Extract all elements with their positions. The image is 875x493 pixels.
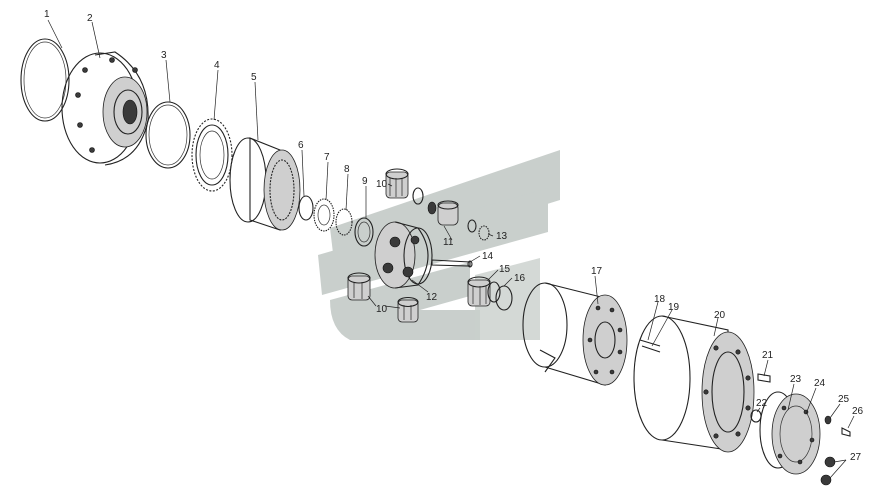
callout-19: 19 bbox=[668, 302, 680, 313]
callout-13: 13 bbox=[496, 231, 508, 242]
callout-12: 12 bbox=[426, 292, 438, 303]
callout-7: 7 bbox=[324, 152, 330, 163]
part-9-ring bbox=[354, 217, 374, 247]
callout-16: 16 bbox=[514, 273, 526, 284]
part-2-hub-housing bbox=[61, 51, 149, 166]
part-18-19-studs bbox=[639, 339, 661, 353]
callout-10: 10 bbox=[376, 179, 388, 190]
part-21-bolt bbox=[757, 373, 771, 383]
callout-4: 4 bbox=[214, 60, 220, 71]
callout-22: 22 bbox=[756, 398, 768, 409]
callout-10-secondary: 10 bbox=[376, 304, 388, 315]
callout-17: 17 bbox=[591, 266, 603, 277]
callout-18: 18 bbox=[654, 294, 666, 305]
part-23-24-hub-cap bbox=[759, 391, 821, 475]
part-3-snap-ring bbox=[145, 101, 191, 169]
part-15-roller-bearing bbox=[467, 276, 491, 307]
callout-6: 6 bbox=[298, 140, 304, 151]
callout-25: 25 bbox=[838, 394, 850, 405]
part-13-nut bbox=[467, 219, 490, 241]
part-10-planet-gear-top bbox=[385, 168, 409, 199]
callout-23: 23 bbox=[790, 374, 802, 385]
callout-2: 2 bbox=[87, 13, 93, 24]
part-12-planet-carrier bbox=[374, 221, 433, 289]
callout-14: 14 bbox=[482, 251, 494, 262]
part-25-washer bbox=[824, 415, 832, 425]
part-10-planet-gear-bottom bbox=[397, 296, 419, 323]
part-17-axle-housing bbox=[522, 282, 628, 386]
callout-21: 21 bbox=[762, 350, 774, 361]
callout-9: 9 bbox=[362, 176, 368, 187]
part-20-brake-drum bbox=[633, 315, 755, 453]
part-7-washer bbox=[313, 198, 335, 232]
part-10-planet-gear-bottom-left bbox=[347, 272, 371, 301]
callout-labels: 1 2 3 4 5 6 7 8 9 10 11 12 13 14 15 16 1… bbox=[44, 9, 864, 463]
leader-lines bbox=[47, 19, 855, 479]
part-27-nuts bbox=[820, 456, 836, 486]
part-26-screw bbox=[841, 427, 851, 437]
part-14-axle-pin bbox=[431, 259, 473, 268]
callout-24: 24 bbox=[814, 378, 826, 389]
part-5-ring-gear bbox=[229, 137, 301, 231]
callout-5: 5 bbox=[251, 72, 257, 83]
part-11-sun-gear-set bbox=[412, 187, 459, 226]
callout-1: 1 bbox=[44, 9, 50, 20]
callout-15: 15 bbox=[499, 264, 511, 275]
part-6-washer bbox=[298, 195, 314, 221]
part-8-washer bbox=[335, 208, 353, 236]
callout-8: 8 bbox=[344, 164, 350, 175]
callout-26: 26 bbox=[852, 406, 864, 417]
callout-11: 11 bbox=[443, 237, 454, 248]
part-1-ring bbox=[20, 38, 70, 122]
part-4-gear-ring bbox=[191, 118, 233, 192]
callout-27: 27 bbox=[850, 452, 862, 463]
part-22-plug bbox=[750, 409, 762, 423]
callout-3: 3 bbox=[161, 50, 167, 61]
callout-20: 20 bbox=[714, 310, 726, 321]
